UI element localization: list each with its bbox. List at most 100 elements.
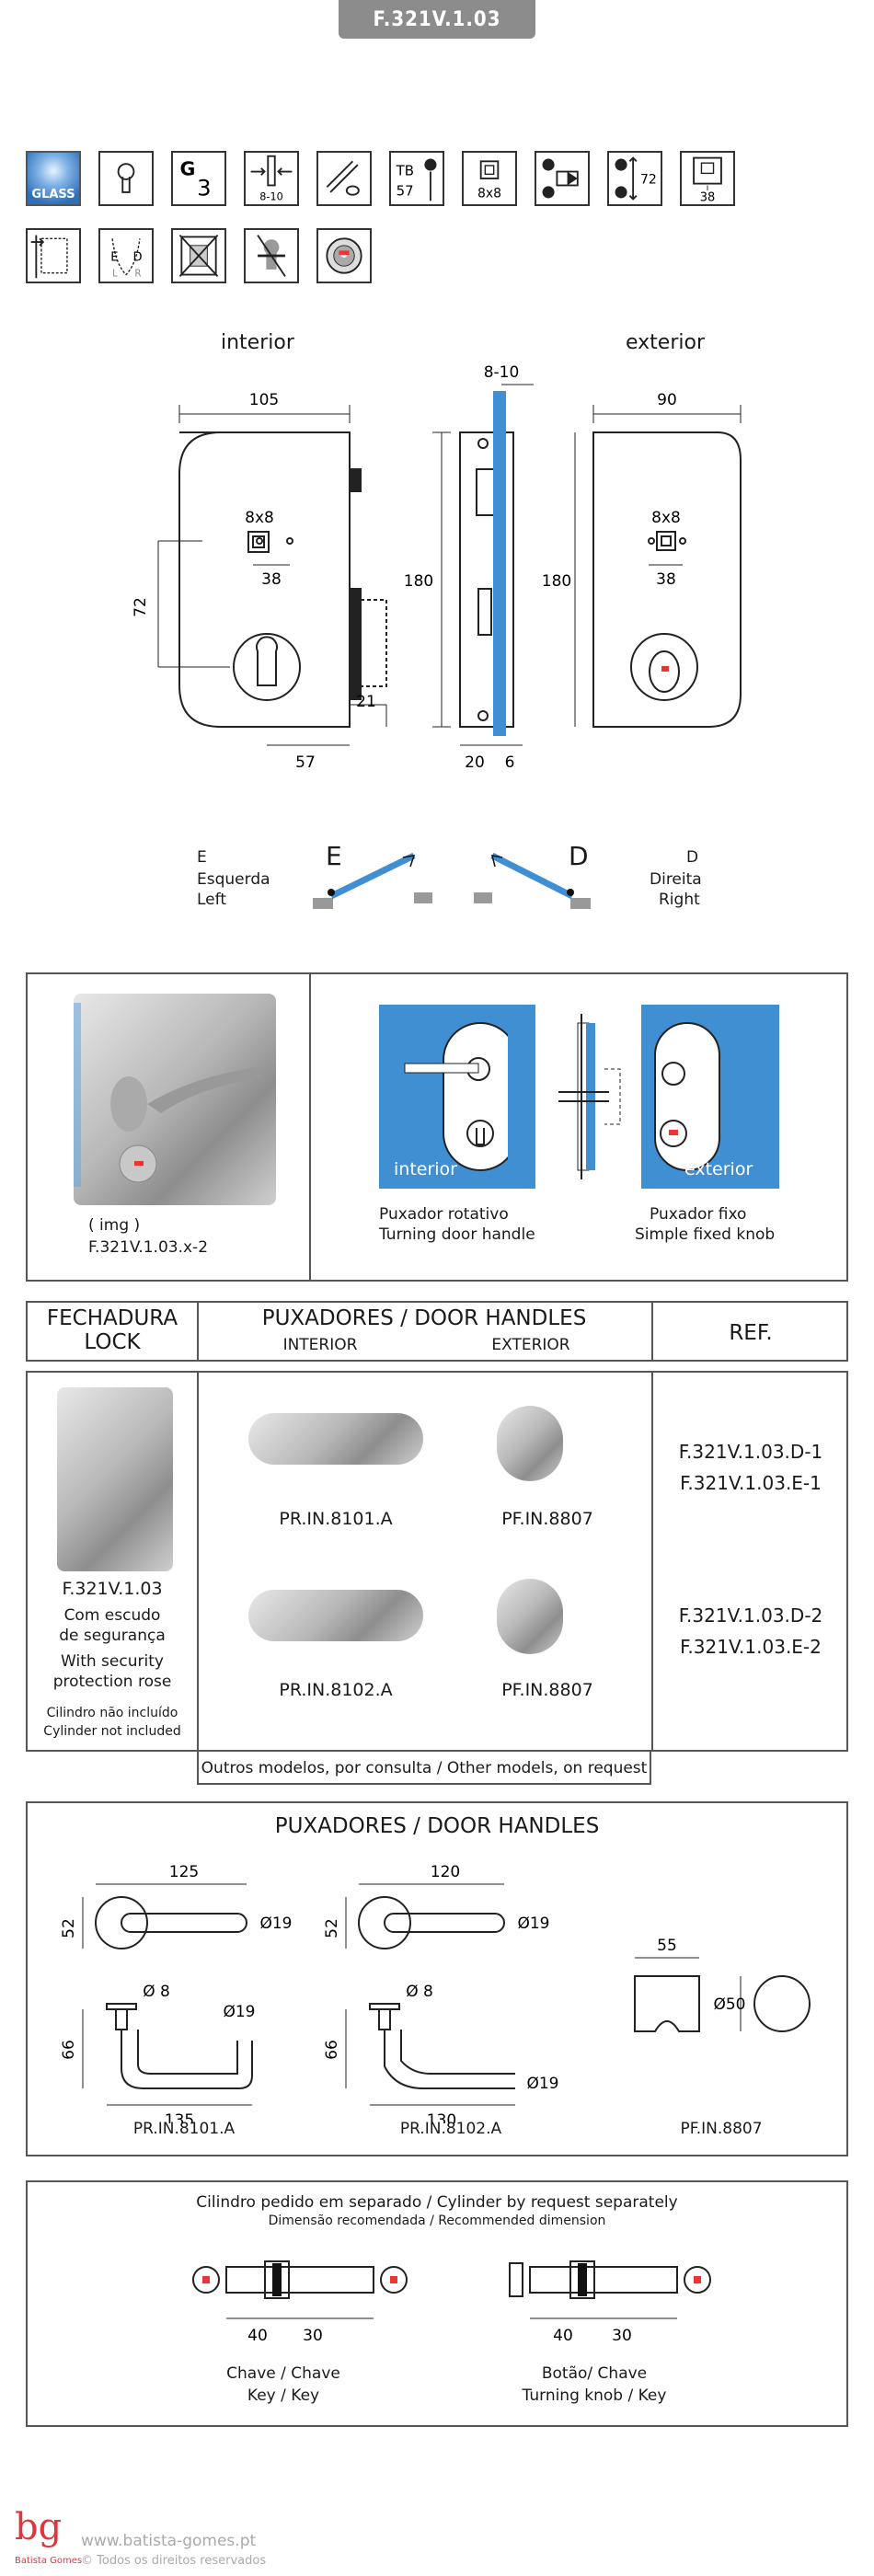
- svg-text:52: 52: [60, 1918, 78, 1938]
- img-placeholder-label: ( img ): [88, 1216, 141, 1235]
- table-row-2-interior: PR.IN.8102.A: [279, 1680, 393, 1700]
- cylinder-b-pt: Botão/ Chave: [541, 2364, 648, 2383]
- svg-text:8x8: 8x8: [651, 509, 681, 527]
- lock-en2: protection rose: [52, 1673, 172, 1691]
- svg-text:G: G: [179, 157, 195, 179]
- table-row-1-ref2: F.321V.1.03.E-1: [680, 1472, 822, 1494]
- table-body: [26, 1371, 848, 1752]
- svg-text:72: 72: [132, 597, 150, 617]
- svg-text:125: 125: [169, 1863, 199, 1881]
- cylinder-drawing: 40 30 40 30: [192, 2260, 711, 2345]
- lock-photo: [57, 1387, 173, 1571]
- knob-photo-1: [497, 1406, 563, 1481]
- svg-text:8-10: 8-10: [259, 190, 282, 202]
- lock-pt1: Com escudo: [63, 1606, 161, 1625]
- svg-text:57: 57: [295, 753, 316, 772]
- svg-text:TB: TB: [396, 162, 414, 178]
- glass-icon-label: GLASS: [31, 188, 75, 201]
- handle-8101-code: PR.IN.8101.A: [132, 2120, 236, 2138]
- glass-icon: GLASS: [26, 151, 81, 206]
- e-big-letter: E: [326, 841, 342, 871]
- overview-divider: [309, 972, 311, 1282]
- interior-tag: interior: [394, 1159, 457, 1179]
- handle-8102-code: PR.IN.8102.A: [399, 2120, 502, 2138]
- svg-text:30: 30: [303, 2327, 323, 2345]
- handles-title: PUXADORES / DOOR HANDLES: [274, 1814, 600, 1838]
- d-en: Right: [659, 891, 700, 909]
- svg-text:6: 6: [505, 753, 515, 772]
- img-ref: F.321V.1.03.x-2: [88, 1238, 209, 1257]
- handles-panel: [26, 1801, 848, 2156]
- svg-text:L: L: [112, 268, 118, 279]
- table-note: Outros modelos, por consulta / Other mod…: [201, 1759, 648, 1777]
- svg-text:8-10: 8-10: [484, 363, 520, 382]
- lock-body-icon: 38: [680, 151, 735, 206]
- svg-text:66: 66: [323, 2040, 341, 2060]
- table-header: [26, 1301, 848, 1362]
- svg-text:30: 30: [612, 2327, 632, 2345]
- security-rose-icon: [316, 228, 372, 283]
- svg-text:38: 38: [261, 570, 282, 589]
- svg-text:Ø19: Ø19: [517, 1915, 549, 1933]
- table-body-div1: [197, 1371, 199, 1752]
- svg-text:72: 72: [640, 173, 657, 188]
- cylinder-a-pt: Chave / Chave: [226, 2364, 340, 2383]
- exterior-label: exterior: [626, 331, 705, 354]
- brand-logo: bg: [15, 2506, 63, 2548]
- table-header-div2: [651, 1301, 653, 1362]
- handles-dimension-drawing: 125 52 Ø19 Ø 8 Ø19 66 135 120 52 Ø19 Ø 8…: [60, 1863, 811, 2123]
- exterior-tag: exterior: [684, 1159, 753, 1179]
- col-lock-en: LOCK: [84, 1330, 141, 1354]
- svg-text:E: E: [110, 251, 118, 265]
- knob-8807-code: PF.IN.8807: [680, 2120, 763, 2138]
- svg-text:90: 90: [657, 391, 677, 409]
- lock-technical-drawing: 105 8-10 90 8x8 8x8 38 38 72 180 180 21 …: [132, 363, 742, 772]
- table-row-2-ref1: F.321V.1.03.D-2: [678, 1604, 823, 1627]
- latch-icon: [535, 151, 590, 206]
- svg-text:180: 180: [404, 572, 433, 591]
- table-row-1-interior: PR.IN.8101.A: [279, 1509, 393, 1529]
- cylinder-b-en: Turning knob / Key: [522, 2386, 667, 2405]
- square-spindle-icon: 8x8: [462, 151, 517, 206]
- col-lock: FECHADURA: [46, 1306, 178, 1330]
- cylinder-a-en: Key / Key: [247, 2386, 320, 2405]
- cylinder-subtitle: Dimensão recomendada / Recommended dimen…: [268, 2214, 606, 2228]
- door-swing-icon: [26, 228, 81, 283]
- svg-text:66: 66: [60, 2040, 78, 2060]
- svg-text:38: 38: [700, 190, 716, 204]
- svg-text:130: 130: [427, 2111, 456, 2123]
- lock-product-photo: [74, 994, 276, 1205]
- svg-text:135: 135: [165, 2111, 194, 2123]
- height-icon: 72: [607, 151, 662, 206]
- cylinder-note-pt: Cilindro não incluído: [46, 1706, 178, 1720]
- svg-text:Ø50: Ø50: [713, 1995, 745, 2014]
- turning-handle-pt: Puxador rotativo: [379, 1205, 509, 1224]
- no-cylinder-icon: [244, 228, 299, 283]
- svg-text:8x8: 8x8: [245, 509, 274, 527]
- svg-text:20: 20: [465, 753, 485, 772]
- svg-text:120: 120: [431, 1863, 460, 1881]
- lock-code: F.321V.1.03: [62, 1579, 163, 1599]
- fixed-knob-pt: Puxador fixo: [650, 1205, 747, 1224]
- col-handles: PUXADORES / DOOR HANDLES: [261, 1306, 587, 1330]
- col-exterior: EXTERIOR: [491, 1336, 570, 1354]
- svg-text:40: 40: [553, 2327, 573, 2345]
- svg-text:180: 180: [542, 572, 571, 591]
- door-handing-diagram: [313, 852, 591, 909]
- svg-text:57: 57: [397, 183, 414, 200]
- svg-text:8x8: 8x8: [477, 187, 501, 201]
- footer-url[interactable]: www.batista-gomes.pt: [81, 2532, 257, 2550]
- turning-handle-en: Turning door handle: [379, 1225, 535, 1244]
- product-code-title: F.321V.1.03: [339, 0, 535, 39]
- table-row-1-ref1: F.321V.1.03.D-1: [678, 1441, 823, 1463]
- glass-clamp-icon: [316, 151, 372, 206]
- cylinder-panel: [26, 2180, 848, 2427]
- lock-pt2: de segurança: [59, 1627, 166, 1645]
- col-interior: INTERIOR: [282, 1336, 358, 1354]
- svg-text:D: D: [132, 251, 142, 265]
- handle-8101-photo: [248, 1413, 423, 1465]
- e-letter: E: [197, 848, 207, 867]
- svg-text:55: 55: [657, 1937, 677, 1955]
